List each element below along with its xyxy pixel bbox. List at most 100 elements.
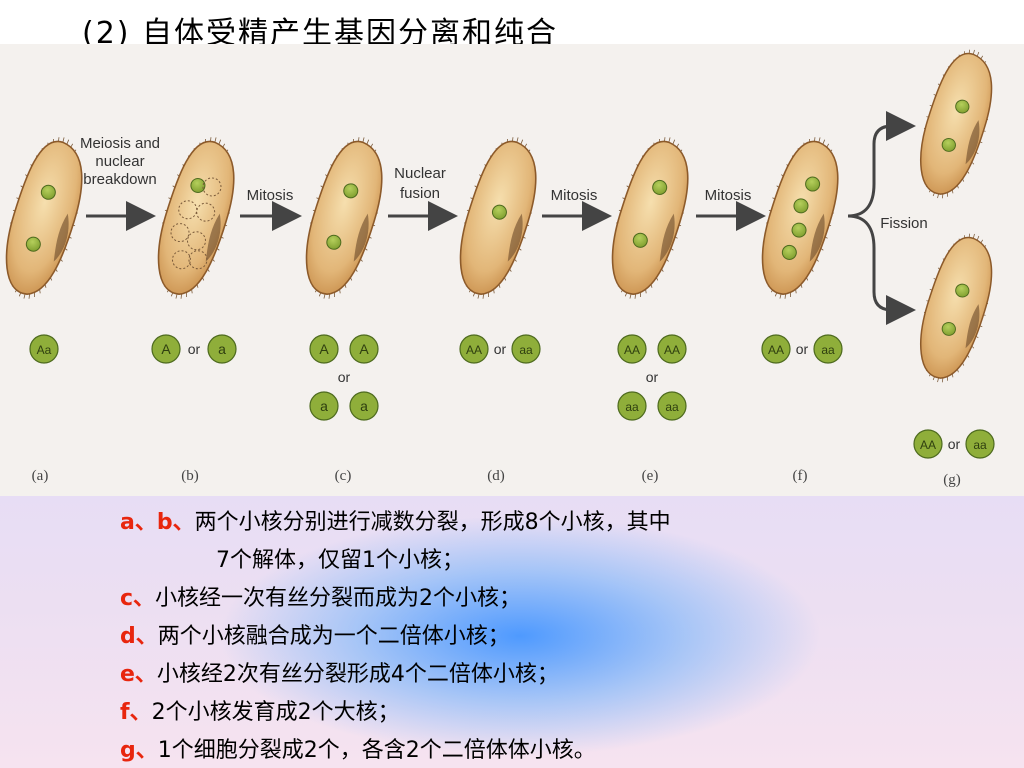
genotype-e-3: aa xyxy=(617,391,647,421)
caption-line: 7个解体，仅留1个小核； xyxy=(216,546,464,576)
cell-body xyxy=(305,140,383,295)
micronucleus xyxy=(326,234,342,250)
diagram-canvas: Meiosis and nuclear breakdown Mitosis Nu… xyxy=(5,49,995,488)
degenerating-nucleus xyxy=(186,231,206,251)
micronucleus xyxy=(941,138,956,152)
genotype-f-1: AA xyxy=(761,334,791,364)
oral-groove xyxy=(507,213,523,262)
cell-c xyxy=(305,137,383,299)
genotype-c-4: a xyxy=(349,391,379,421)
or-d: or xyxy=(494,341,507,357)
cell-d xyxy=(459,137,537,299)
cell-g-bottom xyxy=(920,233,993,383)
arrows-layer xyxy=(86,111,916,325)
svg-text:AA: AA xyxy=(768,343,784,357)
stage-labels: (a)(b)(c)(d)(e)(f)(g) xyxy=(32,468,961,488)
micronucleus xyxy=(40,184,56,200)
genotype-g-2: aa xyxy=(965,429,995,459)
cell-f xyxy=(761,137,839,299)
svg-text:aa: aa xyxy=(665,400,679,414)
micronucleus xyxy=(25,236,41,252)
genotype-c-3: a xyxy=(309,391,339,421)
or-e: or xyxy=(646,369,659,385)
stage-label: (f) xyxy=(793,468,808,484)
or-f: or xyxy=(796,341,809,357)
genotype-d-1: AA xyxy=(459,334,489,364)
stage-label: (e) xyxy=(642,468,659,484)
annotation-fission: Fission xyxy=(880,215,928,232)
stage-label: (a) xyxy=(32,468,49,484)
micronucleus xyxy=(491,204,507,220)
micronucleus xyxy=(652,179,668,195)
genotype-e-1: AA xyxy=(617,334,647,364)
annotation-mitosis-2: Mitosis xyxy=(551,187,598,204)
caption-line: c、小核经一次有丝分裂而成为2个小核； xyxy=(120,584,521,614)
caption-text: 两个小核融合成为一个二倍体小核； xyxy=(157,624,510,649)
caption-line: a、b、两个小核分别进行减数分裂，形成8个小核，其中 xyxy=(120,508,671,538)
cell-a xyxy=(5,137,83,299)
caption-key: e、 xyxy=(120,662,157,687)
caption-text: 两个小核分别进行减数分裂，形成8个小核，其中 xyxy=(194,510,671,535)
caption-key: g、 xyxy=(120,738,158,763)
stage-label: (b) xyxy=(181,468,199,484)
caption-line: d、两个小核融合成为一个二倍体小核； xyxy=(120,622,510,652)
cell-e xyxy=(611,137,689,299)
genotype-g-1: AA xyxy=(913,429,943,459)
cell-g-top xyxy=(920,49,993,199)
paramecium-autogamy-diagram: Meiosis and nuclear breakdown Mitosis Nu… xyxy=(0,44,1024,496)
svg-text:AA: AA xyxy=(466,343,482,357)
svg-text:A: A xyxy=(359,341,369,357)
oral-groove xyxy=(965,304,980,349)
fission-bracket-lower xyxy=(847,214,916,325)
degenerating-nucleus xyxy=(178,200,198,220)
cell-body xyxy=(157,140,235,295)
svg-text:AA: AA xyxy=(664,343,680,357)
or-b: or xyxy=(188,341,201,357)
svg-text:aa: aa xyxy=(973,438,987,452)
cell-body xyxy=(920,52,993,195)
or-c: or xyxy=(338,369,351,385)
genotype-c-2: A xyxy=(349,334,379,364)
or-g: or xyxy=(948,436,961,452)
cell-b xyxy=(157,137,235,299)
degenerating-nucleus xyxy=(171,250,191,270)
svg-text:a: a xyxy=(360,398,368,414)
svg-text:nuclear: nuclear xyxy=(95,153,144,170)
svg-text:Nuclear: Nuclear xyxy=(394,165,446,182)
degenerating-nucleus xyxy=(196,202,216,222)
oral-groove xyxy=(809,213,825,262)
micronucleus xyxy=(805,176,821,192)
svg-text:Meiosis and: Meiosis and xyxy=(80,135,160,152)
svg-text:a: a xyxy=(218,341,226,357)
annotation-nuclear-fusion: Nuclear fusion xyxy=(394,165,446,202)
svg-text:A: A xyxy=(161,341,171,357)
oral-groove xyxy=(965,120,980,165)
micronucleus xyxy=(955,283,970,298)
cell-body xyxy=(761,140,839,295)
oral-groove xyxy=(659,213,675,262)
caption-text: 7个解体，仅留1个小核； xyxy=(216,548,464,573)
micronucleus xyxy=(343,183,359,199)
micronucleus xyxy=(955,99,970,114)
annotation-mitosis-3: Mitosis xyxy=(705,187,752,204)
svg-text:a: a xyxy=(320,398,328,414)
annotation-meiosis: Meiosis and nuclear breakdown xyxy=(80,135,160,188)
micronucleus xyxy=(941,322,956,336)
caption-text: 小核经2次有丝分裂形成4个二倍体小核； xyxy=(156,662,559,687)
oral-groove xyxy=(53,213,69,262)
caption-key: f、 xyxy=(120,700,152,725)
caption-line: g、1个细胞分裂成2个，各含2个二倍体体小核。 xyxy=(120,736,596,766)
cell-body xyxy=(611,140,689,295)
stage-label: (d) xyxy=(487,468,505,484)
svg-text:A: A xyxy=(319,341,329,357)
svg-text:AA: AA xyxy=(920,438,936,452)
svg-text:aa: aa xyxy=(625,400,639,414)
oral-groove xyxy=(353,213,369,262)
micronucleus xyxy=(781,244,797,260)
genotype-b-1: A xyxy=(151,334,181,364)
degenerating-nucleus xyxy=(188,250,208,270)
cell-body xyxy=(920,236,993,379)
stage-label: (c) xyxy=(335,468,352,484)
fission-bracket xyxy=(847,111,916,218)
